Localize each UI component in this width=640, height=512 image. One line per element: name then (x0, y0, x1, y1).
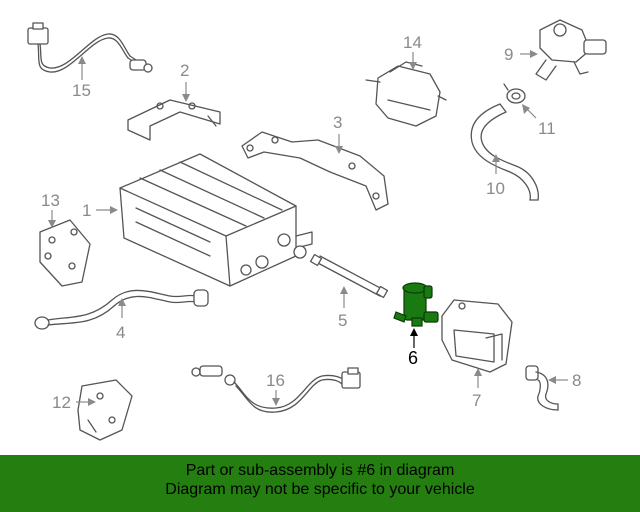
part-11-clamp (503, 83, 526, 104)
callout-label: 12 (52, 393, 71, 412)
callout-label: 2 (180, 61, 189, 80)
banner-line-1: Part or sub-assembly is #6 in diagram (185, 462, 455, 479)
callout-label: 11 (538, 119, 556, 138)
callout-5: 5 (338, 286, 348, 330)
callout-label: 8 (572, 371, 581, 390)
callout-8: 8 (548, 371, 581, 390)
callout-1: 1 (82, 201, 118, 220)
part-12-bracket (77, 379, 133, 441)
callout-label: 3 (333, 113, 342, 132)
callout-13: 13 (41, 191, 60, 228)
callout-9: 9 (504, 45, 538, 64)
callout-label: 10 (486, 179, 505, 198)
callout-16: 16 (266, 371, 285, 406)
part-2-bracket (127, 99, 221, 141)
part-1-canister (119, 153, 313, 287)
info-banner: Part or sub-assembly is #6 in diagram Di… (0, 455, 640, 512)
part-7-cover (441, 299, 513, 373)
parts-diagram: 15 2 3 14 (27, 19, 607, 441)
callout-2: 2 (180, 61, 190, 102)
callout-label: 14 (403, 33, 422, 52)
callout-label: 7 (472, 391, 481, 410)
part-3-bracket (241, 131, 389, 211)
part-10-hose (470, 103, 539, 201)
part-14-valve (365, 61, 447, 127)
callout-label: 5 (338, 311, 347, 330)
callout-label: 1 (82, 201, 91, 220)
callout-label: 15 (72, 81, 91, 100)
callout-12: 12 (52, 393, 96, 412)
banner-line-2: Diagram may not be specific to your vehi… (165, 481, 475, 498)
part-6-check-valve (393, 282, 439, 327)
part-15-oxygen-sensor (27, 22, 153, 73)
part-9-purge-valve (535, 19, 607, 81)
callout-10: 10 (486, 154, 505, 198)
callout-11: 11 (522, 104, 556, 138)
callout-6: 6 (408, 328, 418, 368)
callout-label: 6 (408, 348, 418, 368)
callout-14: 14 (403, 33, 422, 70)
callout-3: 3 (333, 113, 343, 154)
part-13-bracket (39, 219, 91, 287)
part-5-tube (309, 253, 389, 299)
part-16-oxygen-sensor (191, 365, 361, 413)
part-4-sensor-harness (34, 289, 209, 330)
callout-15: 15 (72, 56, 91, 100)
callout-label: 9 (504, 45, 513, 64)
part-8-elbow-hose (525, 365, 559, 411)
callout-7: 7 (472, 368, 482, 410)
callout-4: 4 (116, 298, 126, 342)
callout-label: 4 (116, 323, 125, 342)
callout-label: 13 (41, 191, 60, 210)
callout-label: 16 (266, 371, 285, 390)
